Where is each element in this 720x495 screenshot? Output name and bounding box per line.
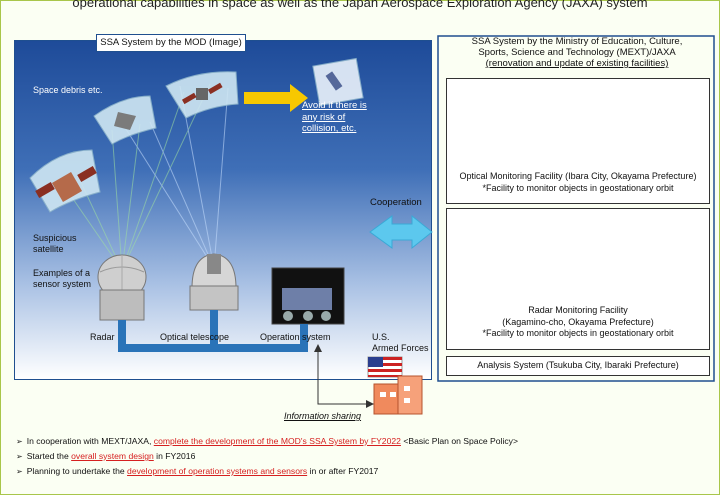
- optical-caption: Optical Monitoring Facility (Ibara City,…: [447, 171, 709, 194]
- bullet-item: ➢In cooperation with MEXT/JAXA, complete…: [16, 436, 518, 446]
- page-title-partial: operational capabilities in space as wel…: [72, 0, 648, 10]
- radar-label: Radar: [90, 332, 115, 342]
- highlight-link: complete the development of the MOD's SS…: [153, 436, 401, 446]
- avoid-text: Avoid if there is any risk of collision,…: [302, 100, 367, 134]
- operation-system-label: Operation system: [260, 332, 331, 342]
- information-sharing-label: Information sharing: [284, 411, 362, 421]
- radar-dome-icon: [97, 254, 147, 321]
- mod-ssa-title: SSA System by the MOD (Image): [96, 34, 246, 52]
- radar-caption-line3: *Facility to monitor objects in geostati…: [482, 328, 674, 338]
- avoiding-satellite-icon: [312, 57, 364, 107]
- cooperation-label: Cooperation: [370, 197, 422, 208]
- highlight-link: development of operation systems and sen…: [127, 466, 308, 476]
- radar-caption-line1: Radar Monitoring Facility: [528, 305, 628, 315]
- analysis-system-box: Analysis System (Tsukuba City, Ibaraki P…: [446, 356, 710, 376]
- radar-caption-line2: (Kagamino-cho, Okayama Prefecture): [502, 316, 654, 327]
- mext-jaxa-title: SSA System by the Ministry of Education,…: [470, 36, 684, 69]
- us-label-line1: U.S.: [372, 332, 390, 342]
- mext-title-line2: Sports, Science and Technology (MEXT)/JA…: [478, 47, 676, 58]
- operation-system-icon: [271, 267, 345, 325]
- bullet-list: ➢In cooperation with MEXT/JAXA, complete…: [16, 434, 518, 479]
- optical-facility-box: Optical Monitoring Facility (Ibara City,…: [446, 78, 710, 204]
- optical-caption-line1: Optical Monitoring Facility (Ibara City,…: [459, 171, 697, 181]
- radar-caption: Radar Monitoring Facility (Kagamino-cho,…: [447, 305, 709, 340]
- us-forces-label: U.S. Armed Forces: [372, 332, 429, 354]
- debris-label: Space debris etc.: [33, 85, 103, 95]
- optical-telescope-icon: [189, 253, 239, 311]
- highlight-link: overall system design: [71, 451, 154, 461]
- analysis-caption: Analysis System (Tsukuba City, Ibaraki P…: [477, 360, 679, 370]
- suspicious-satellite-icon: [35, 166, 97, 203]
- mext-title-line1: SSA System by the Ministry of Education,…: [471, 36, 683, 47]
- optical-telescope-label: Optical telescope: [160, 332, 230, 342]
- mext-title-line3: (renovation and update of existing facil…: [485, 58, 669, 69]
- satellite-icon: [181, 82, 223, 105]
- us-label-line2: Armed Forces: [372, 343, 429, 353]
- radar-facility-box: Radar Monitoring Facility (Kagamino-cho,…: [446, 208, 710, 350]
- building-icon: [373, 375, 423, 415]
- us-flag-icon: [367, 356, 403, 378]
- space-debris-icon: [114, 112, 136, 130]
- bullet-item: ➢Started the overall system design in FY…: [16, 451, 196, 461]
- suspicious-satellite-label: Suspicious satellite: [33, 233, 77, 254]
- optical-caption-line2: *Facility to monitor objects in geostati…: [482, 182, 674, 193]
- sensor-examples-label: Examples of a sensor system: [33, 268, 92, 289]
- bullet-item: ➢Planning to undertake the development o…: [16, 466, 379, 476]
